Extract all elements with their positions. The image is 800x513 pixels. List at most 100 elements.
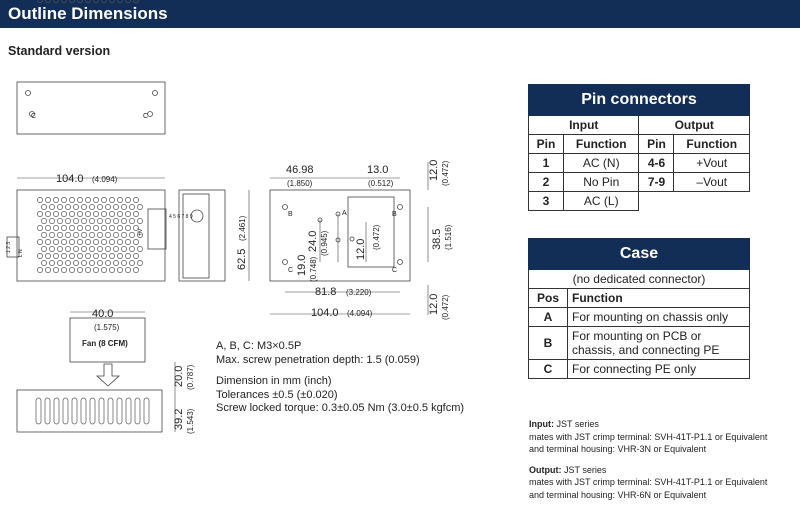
airflow-arrow-icon: [95, 363, 121, 387]
output-header: Output: [638, 115, 750, 135]
output-note-line: mates with JST crimp terminal: SVH-41T-P…: [529, 477, 768, 487]
front-pin-numbers-right: 4 5 6 7 8 9: [169, 214, 193, 220]
case-function: For mounting on PCB or chassis, and conn…: [567, 326, 750, 360]
dim-24-0: 24.0: [307, 231, 319, 252]
case-table: Case (no dedicated connector) Pos Functi…: [528, 238, 750, 379]
dim-front-width-in: (4.094): [92, 175, 118, 184]
input-pin: 1: [528, 153, 564, 173]
hole-label-b: B: [392, 211, 397, 218]
col-pin: Pin: [528, 134, 564, 154]
input-header: Input: [527, 115, 640, 135]
dim-81-8: 81.8: [315, 286, 336, 298]
section-subtitle: Standard version: [8, 44, 111, 58]
outline-drawing: C C 104.0 (4.094) 1 2 3 4 5 6 7 8 9 +V L…: [6, 0, 453, 434]
case-function: For mounting on chassis only: [567, 307, 750, 327]
dim-12-0-bot-in: (0.472): [441, 294, 450, 320]
output-note-label: Output:: [529, 464, 562, 475]
dim-19-0: 19.0: [296, 255, 308, 276]
input-function: AC (L): [562, 191, 640, 211]
top-view-outline: [16, 81, 166, 135]
output-note-line: and terminal housing: VHR-6N or Equivale…: [529, 489, 707, 500]
hole-label-c: C: [392, 267, 397, 274]
table-row: B For mounting on PCB or chassis, and co…: [528, 326, 750, 360]
vent-holes: [37, 0, 143, 273]
table-row: 2 No Pin 7-9 –Vout: [528, 172, 750, 192]
table-row: 3 AC (L): [528, 191, 750, 211]
pin-connectors-table: Pin connectors Input Output Pin Function…: [527, 84, 750, 211]
col-function: Function: [567, 288, 750, 308]
input-pin: 2: [528, 172, 564, 192]
table-row: 1 AC (N) 4-6 +Vout: [528, 153, 750, 173]
input-function: No Pin: [562, 172, 640, 192]
input-note-series: JST series: [554, 419, 599, 429]
hole-label-a: A: [342, 210, 347, 217]
input-function: AC (N): [562, 153, 640, 173]
dim-38-5: 38.5: [431, 229, 443, 250]
penetration-spec: Max. screw penetration depth: 1.5 (0.059…: [216, 353, 420, 366]
input-note-label: Input:: [529, 419, 554, 429]
fan-label-box: [69, 317, 146, 363]
dim-46-98: 46.98: [286, 164, 314, 176]
dim-bottom-104: 104.0: [311, 307, 339, 319]
connector-notes: Input: JST series mates with JST crimp t…: [529, 418, 767, 501]
input-pin: 3: [528, 191, 564, 211]
screw-spec: A, B, C: M3×0.5P: [216, 340, 302, 352]
front-view-outline: [16, 189, 166, 282]
table-row: C For connecting PE only: [528, 359, 750, 379]
dim-24-0-in: (0.945): [320, 230, 329, 256]
spec-notes: A, B, C: M3×0.5P Max. screw penetration …: [216, 340, 464, 416]
col-function: Function: [673, 134, 750, 154]
output-function: +Vout: [673, 153, 750, 173]
case-pos: A: [528, 307, 568, 327]
input-note-line: mates with JST crimp terminal: SVH-41T-P…: [529, 431, 768, 442]
dim-fan-40-in: (1.575): [94, 323, 120, 332]
dim-side-height-in: (2.461): [238, 215, 247, 241]
dim-fan-20: 20.0: [173, 366, 185, 387]
dim-12-0-bot: 12.0: [428, 294, 440, 315]
dim-19-0-in: (0.748): [309, 256, 318, 282]
table-row: A For mounting on chassis only: [528, 307, 750, 327]
pin-connectors-title: Pin connectors: [528, 84, 750, 116]
torque-spec: Screw locked torque: 0.3±0.05 Nm (3.0±0.…: [216, 402, 465, 414]
bottom-view-outline: [269, 189, 411, 282]
dim-12-0-mid-in: (0.472): [372, 224, 381, 250]
case-function: For connecting PE only: [567, 359, 750, 379]
col-pin: Pin: [638, 134, 675, 154]
top-view-label-c: C: [143, 113, 148, 120]
dim-13-0-in: (0.512): [368, 179, 394, 188]
case-subtitle: (no dedicated connector): [528, 269, 750, 289]
fan-view-outline: [16, 389, 163, 433]
front-port-ac: L N: [18, 249, 24, 257]
dim-fan-39-2: 39.2: [173, 409, 185, 430]
dim-front-width: 104.0: [56, 173, 84, 185]
dim-side-height: 62.5: [236, 249, 248, 270]
case-title: Case: [528, 238, 750, 270]
col-function: Function: [562, 134, 640, 154]
input-note-line: and terminal housing: VHR-3N or Equivale…: [529, 444, 707, 454]
col-pos: Pos: [528, 288, 568, 308]
output-note-series: JST series: [561, 464, 607, 475]
side-view-outline: [178, 189, 226, 282]
dim-fan-39-2-in: (1.543): [186, 408, 195, 434]
dim-bottom-104-in: (4.094): [347, 309, 373, 318]
hole-label-c: C: [288, 267, 293, 274]
page-header: Outline Dimensions: [0, 0, 800, 28]
vent-slots: [35, 397, 150, 425]
output-pin: 4-6: [638, 153, 675, 173]
dimension-unit: Dimension in mm (inch): [216, 375, 332, 387]
fan-label: Fan (8 CFM): [82, 339, 128, 348]
dim-12-0-mid: 12.0: [355, 239, 367, 260]
hole-label-b: B: [288, 211, 293, 218]
dim-81-8-in: (3.220): [346, 288, 372, 297]
dim-46-98-in: (1.850): [287, 179, 313, 188]
output-pin: 7-9: [638, 172, 675, 192]
front-pin-numbers-left: 1 2 3: [6, 242, 12, 253]
output-function: –Vout: [673, 172, 750, 192]
case-pos: C: [528, 359, 568, 379]
dim-13-0: 13.0: [367, 164, 388, 176]
dim-fan-40: 40.0: [92, 308, 113, 320]
top-view-label-c: C: [31, 113, 36, 120]
dim-fan-20-in: (0.787): [186, 364, 195, 390]
dim-12-0-top: 12.0: [428, 160, 440, 181]
front-port-polarity: +V: [138, 228, 144, 236]
